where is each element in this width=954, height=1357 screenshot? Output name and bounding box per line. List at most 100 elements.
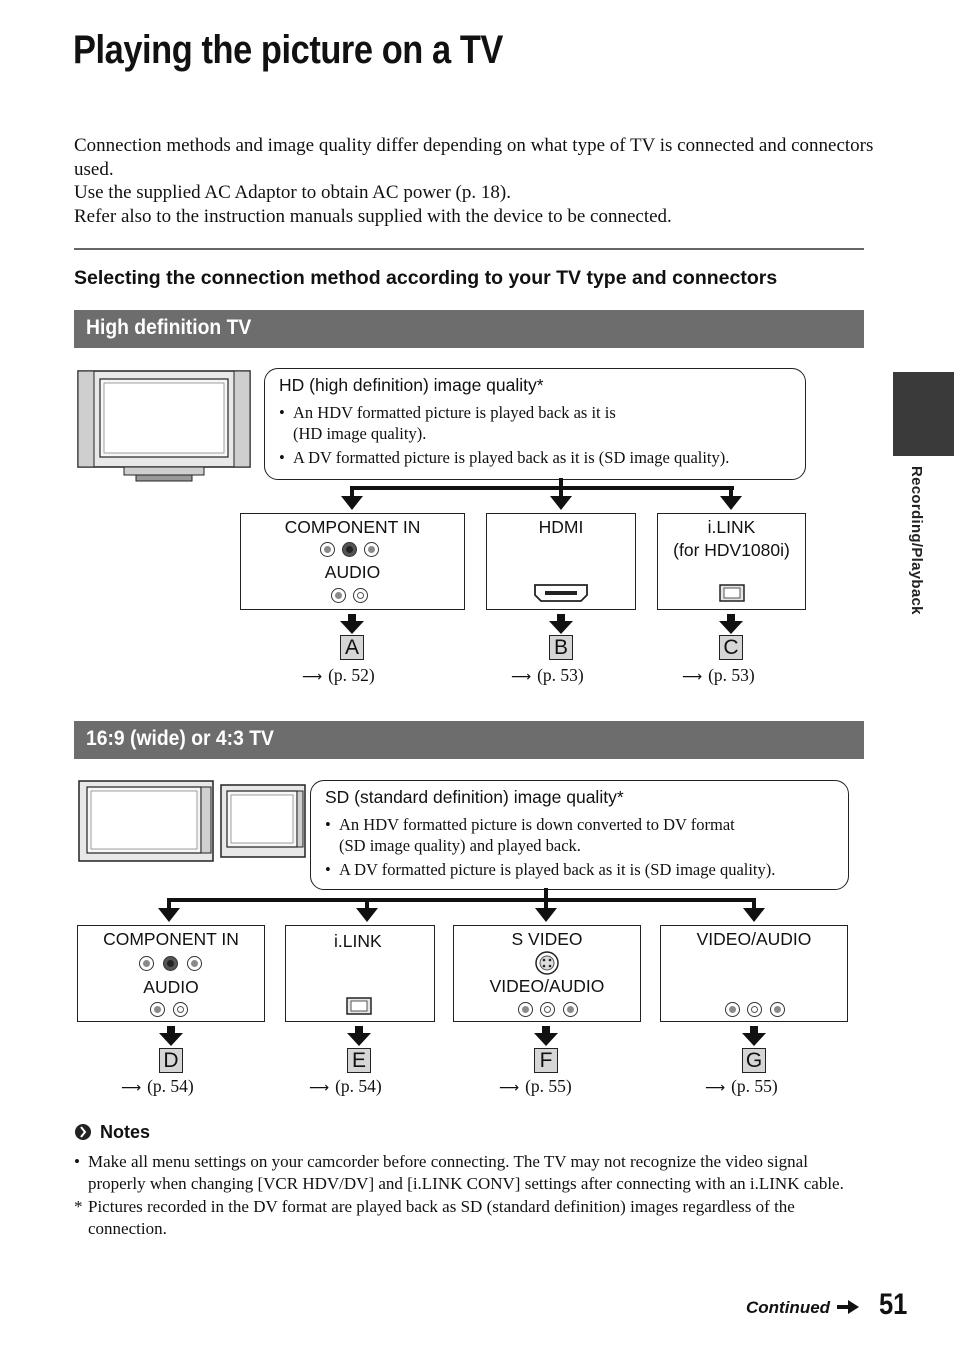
connector-svideo: S VIDEO VIDEO/AUDIO <box>453 925 641 1022</box>
ilink-port-icon <box>346 997 372 1015</box>
jack-icon <box>747 1002 762 1017</box>
jack-icon <box>518 1002 533 1017</box>
sd-quality-bullets: An HDV formatted picture is down convert… <box>325 815 775 885</box>
connector-label: COMPONENT IN <box>284 517 421 537</box>
arrow-right-icon: ⟶ <box>121 1080 142 1096</box>
hd-quality-title: HD (high definition) image quality* <box>279 375 544 395</box>
sd-quality-box: SD (standard definition) image quality* … <box>310 780 849 890</box>
connector-sublabel: (for HDV1080i) <box>673 540 790 560</box>
connector-component-in-hd: COMPONENT IN AUDIO <box>240 513 465 610</box>
intro-line-3: Refer also to the instruction manuals su… <box>74 205 672 227</box>
connector-ilink-sd: i.LINK <box>285 925 435 1022</box>
side-tab-label: Recording/Playback <box>908 466 925 615</box>
hd-bullet-2: A DV formatted picture is played back as… <box>279 448 729 469</box>
note-text: Make all menu settings on your camcorder… <box>88 1152 844 1193</box>
continued-text: Continued <box>746 1298 831 1317</box>
page-ref-text: (p. 54) <box>335 1076 382 1096</box>
sd-branch-arrows <box>158 888 765 922</box>
page-ref-d[interactable]: ⟶(p. 54) <box>121 1076 194 1097</box>
notes-list: • Make all menu settings on your camcord… <box>74 1151 864 1241</box>
page-ref-c[interactable]: ⟶ (p. 53) <box>682 665 755 686</box>
svideo-port-icon <box>535 951 559 975</box>
jack-icon <box>353 588 368 603</box>
section-divider <box>74 248 864 250</box>
connector-sublabel: AUDIO <box>324 562 381 582</box>
hdmi-port-icon <box>534 584 588 602</box>
method-letter-f: F <box>534 1048 558 1073</box>
sd-bullet-1: An HDV formatted picture is down convert… <box>325 815 775 836</box>
notes-icon <box>75 1124 91 1140</box>
side-tab-marker <box>893 372 954 456</box>
hd-quality-box: HD (high definition) image quality* An H… <box>264 368 806 480</box>
page-number: 51 <box>879 1288 908 1321</box>
page-title: Playing the picture on a TV <box>73 28 503 72</box>
jack-icon <box>563 1002 578 1017</box>
arrow-right-icon: ⟶ <box>302 669 323 685</box>
page-ref-text: (p. 53) <box>537 665 584 685</box>
arrow-right-icon: ⟶ <box>499 1080 520 1096</box>
intro-line-2: Use the supplied AC Adaptor to obtain AC… <box>74 182 511 203</box>
hd-bullet-1-cont: (HD image quality). <box>293 423 427 443</box>
jack-icon <box>770 1002 785 1017</box>
jack-icon <box>163 956 178 971</box>
notes-heading: Notes <box>74 1122 150 1143</box>
method-letter-g: G <box>742 1048 766 1073</box>
continued-label: Continued <box>746 1298 859 1318</box>
jack-icon <box>320 542 335 557</box>
jack-icon <box>342 542 357 557</box>
hd-bullet-1: An HDV formatted picture is played back … <box>279 403 729 424</box>
method-letter-e: E <box>347 1048 371 1073</box>
page-ref-a[interactable]: ⟶ (p. 52) <box>302 665 375 686</box>
page-ref-text: (p. 55) <box>525 1076 572 1096</box>
connector-video-audio: VIDEO/AUDIO <box>660 925 848 1022</box>
jack-icon <box>150 1002 165 1017</box>
intro-text: Connection methods and image quality dif… <box>74 134 874 228</box>
connector-label: COMPONENT IN <box>103 929 239 949</box>
hd-section-heading: High definition TV <box>74 310 864 348</box>
jack-icon <box>331 588 346 603</box>
page-ref-text: (p. 53) <box>708 665 755 685</box>
sd-tv-illustration <box>78 780 306 862</box>
method-letter-a: A <box>340 635 364 660</box>
sd-bullet-1-cont: (SD image quality) and played back. <box>339 835 581 855</box>
connector-sublabel: VIDEO/AUDIO <box>489 976 605 996</box>
hd-branch-arrows <box>341 478 742 510</box>
note-item: • Make all menu settings on your camcord… <box>74 1151 864 1194</box>
sd-letter-arrows <box>159 1026 766 1046</box>
arrow-right-icon: ⟶ <box>309 1080 330 1096</box>
connector-ilink-hdv: i.LINK (for HDV1080i) <box>657 513 806 610</box>
hd-section-title: High definition TV <box>86 316 252 339</box>
intro-line-1: Connection methods and image quality dif… <box>74 135 874 180</box>
connector-label: i.LINK <box>334 931 382 951</box>
hd-quality-bullets: An HDV formatted picture is played back … <box>279 403 729 473</box>
connector-sublabel: AUDIO <box>143 977 199 997</box>
jack-icon <box>139 956 154 971</box>
jack-icon <box>540 1002 555 1017</box>
hd-tv-illustration <box>77 370 251 482</box>
jack-icon <box>187 956 202 971</box>
method-letter-c: C <box>719 635 743 660</box>
connector-label: HDMI <box>538 517 584 537</box>
jack-icon <box>364 542 379 557</box>
note-text: Pictures recorded in the DV format are p… <box>88 1197 795 1238</box>
notes-heading-text: Notes <box>100 1122 151 1142</box>
sd-bullet-2: A DV formatted picture is played back as… <box>325 860 775 881</box>
sd-section-heading: 16:9 (wide) or 4:3 TV <box>74 721 864 759</box>
page-ref-g[interactable]: ⟶ (p. 55) <box>705 1076 778 1097</box>
connector-label: VIDEO/AUDIO <box>696 929 812 949</box>
connection-subheading: Selecting the connection method accordin… <box>74 267 778 289</box>
page-ref-text: (p. 52) <box>328 665 375 685</box>
page-ref-text: (p. 55) <box>731 1076 778 1096</box>
arrow-right-icon: ⟶ <box>682 669 703 685</box>
note-marker: • <box>74 1152 80 1171</box>
connector-label: i.LINK <box>707 517 756 537</box>
sd-quality-title: SD (standard definition) image quality* <box>325 787 624 807</box>
arrow-right-icon: ⟶ <box>705 1080 726 1096</box>
page-ref-f[interactable]: ⟶ (p. 55) <box>499 1076 572 1097</box>
page-ref-b[interactable]: ⟶(p. 53) <box>511 665 584 686</box>
continued-arrow-icon <box>836 1300 859 1314</box>
note-marker: * <box>74 1197 83 1216</box>
connector-hdmi: HDMI <box>486 513 636 610</box>
page-ref-e[interactable]: ⟶ (p. 54) <box>309 1076 382 1097</box>
connector-label: S VIDEO <box>511 929 583 949</box>
